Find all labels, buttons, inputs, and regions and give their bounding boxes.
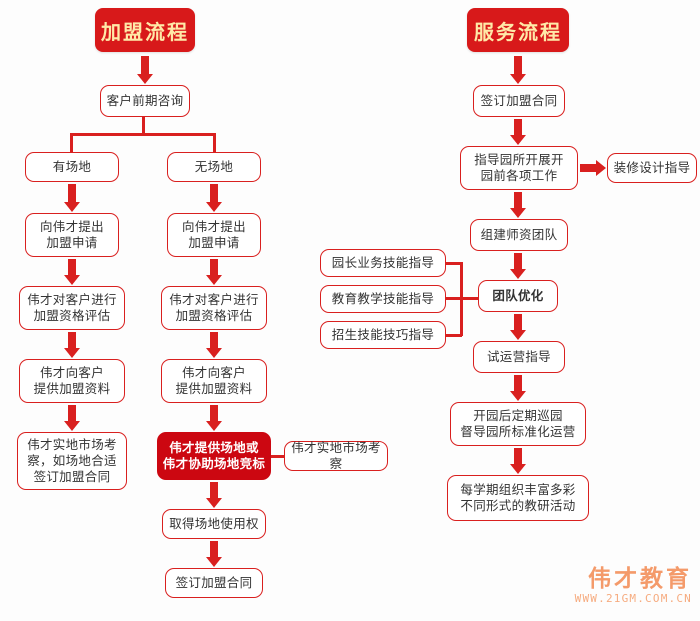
arrow-left-assess-to-materials [64, 332, 80, 358]
arrow-usage-to-sign-contract [206, 541, 222, 567]
node-left-apply: 向伟才提出 加盟申请 [25, 213, 119, 257]
node-right-materials: 伟才向客户 提供加盟资料 [161, 359, 267, 403]
arrow-inspection-to-research [510, 448, 526, 474]
node-no-venue: 无场地 [167, 152, 261, 182]
node-left-materials: 伟才向客户 提供加盟资料 [19, 359, 125, 403]
node-venue-usage-right: 取得场地使用权 [162, 509, 266, 539]
arrow-right-assess-to-materials [206, 332, 222, 358]
node-right-provide-venue: 伟才提供场地或 伟才协助场地竞标 [157, 432, 271, 480]
node-customer-consult: 客户前期咨询 [100, 85, 190, 117]
node-site-survey-callout: 伟才实地市场考察 [284, 440, 388, 471]
node-team-optimization: 团队优化 [478, 280, 558, 312]
arrow-join-badge-to-consult [137, 56, 153, 84]
training-bus-vertical [460, 262, 463, 336]
arrow-preopen-to-decoration [580, 158, 606, 178]
arrow-trial-to-inspection [510, 375, 526, 401]
arrow-left-apply-to-assess [64, 259, 80, 285]
node-has-venue: 有场地 [25, 152, 119, 182]
node-service-sign-contract: 签订加盟合同 [473, 85, 565, 117]
arrow-teacher-team-to-optimize [510, 253, 526, 279]
node-right-apply: 向伟才提出 加盟申请 [167, 213, 261, 257]
callout-connector-site-survey [271, 455, 285, 458]
arrow-optimize-to-trial [510, 314, 526, 340]
arrow-left-materials-to-survey [64, 405, 80, 431]
node-right-assess: 伟才对客户进行 加盟资格评估 [161, 286, 267, 330]
node-regular-inspection: 开园后定期巡园 督导园所标准化运营 [450, 402, 586, 446]
branch-drop-left [70, 133, 73, 153]
node-enrollment-skill-training: 招生技能技巧指导 [320, 321, 446, 349]
node-preopen-guidance: 指导园所开展开 园前各项工作 [460, 146, 578, 190]
header-badge-service-flow: 服务流程 [467, 8, 569, 52]
node-principal-skill-training: 园长业务技能指导 [320, 249, 446, 277]
training-stub-top [446, 262, 462, 265]
arrow-preopen-to-teacher-team [510, 192, 526, 218]
arrow-venue-to-usage-right [206, 482, 222, 508]
arrow-sign-to-preopen [510, 119, 526, 145]
arrow-right-materials-to-venue [206, 405, 222, 431]
arrow-has-venue-to-apply [64, 184, 80, 212]
node-teaching-skill-training: 教育教学技能指导 [320, 285, 446, 313]
watermark-url: WWW.21GM.COM.CN [574, 592, 692, 605]
arrow-service-badge-to-sign [510, 56, 526, 84]
training-stub-bottom [446, 334, 462, 337]
node-sign-franchise-contract-left: 签订加盟合同 [165, 568, 263, 598]
arrow-no-venue-to-apply [206, 184, 222, 212]
node-teaching-research-activities: 每学期组织丰富多彩 不同形式的教研活动 [447, 475, 589, 521]
branch-stem-vertical [142, 117, 145, 135]
node-decoration-design-guidance: 装修设计指导 [607, 153, 697, 183]
branch-drop-right [213, 133, 216, 153]
node-left-assess: 伟才对客户进行 加盟资格评估 [19, 286, 125, 330]
watermark: 伟才教育 WWW.21GM.COM.CN [480, 566, 692, 606]
node-build-teacher-team: 组建师资团队 [470, 219, 568, 251]
branch-bus-horizontal [70, 133, 216, 136]
node-left-survey-sign: 伟才实地市场考 察，如场地合适 签订加盟合同 [17, 432, 127, 490]
watermark-brand-name: 伟才教育 [588, 566, 692, 592]
header-badge-join-flow: 加盟流程 [95, 8, 195, 52]
node-trial-operation-guidance: 试运营指导 [473, 341, 565, 373]
arrow-right-apply-to-assess [206, 259, 222, 285]
